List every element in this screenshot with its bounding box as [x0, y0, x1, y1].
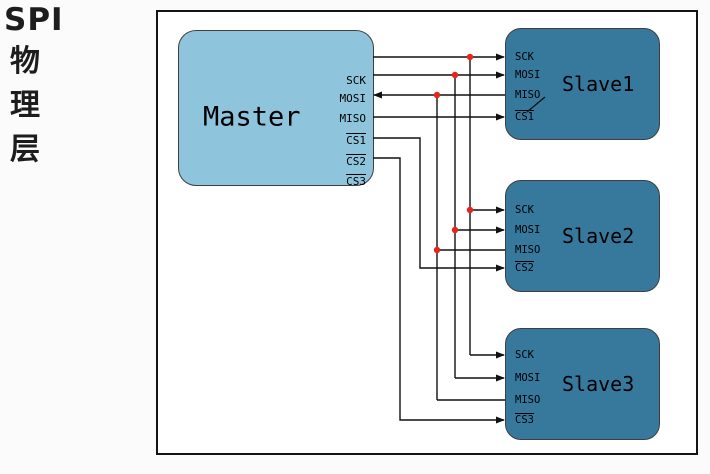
slave2-pin-cs2: CS2	[515, 262, 534, 274]
slave3-pin-cs3: CS3	[515, 414, 534, 426]
slave1-label: Slave1	[562, 72, 635, 96]
slave3-pin-mosi: MOSI	[515, 372, 541, 384]
slave2-block: Slave2 SCK MOSI MISO CS2	[505, 180, 660, 292]
master-label: Master	[203, 101, 301, 133]
side-caption-ceng: 层	[10, 132, 40, 167]
master-pin-miso: MISO	[339, 112, 367, 125]
slave3-label: Slave3	[562, 372, 635, 396]
side-caption-li: 理	[10, 88, 40, 123]
slave1-block: Slave1 SCK MOSI MISO CS1	[505, 28, 660, 140]
slave1-pin-mosi: MOSI	[515, 69, 541, 81]
slave3-block: Slave3 SCK MOSI MISO CS3	[505, 328, 660, 440]
master-pin-sck: SCK	[346, 74, 366, 87]
side-caption-spi: SPI	[4, 2, 64, 38]
master-pin-cs3: CS3	[346, 175, 366, 188]
master-pin-mosi: MOSI	[339, 92, 367, 105]
slave2-pin-sck: SCK	[515, 204, 534, 216]
master-block: Master SCK MOSI MISO CS1 CS2 CS3	[178, 30, 374, 188]
slave2-pin-mosi: MOSI	[515, 224, 541, 236]
slave3-pin-miso: MISO	[515, 394, 541, 406]
master-pin-cs2: CS2	[346, 155, 366, 168]
slave3-pin-sck: SCK	[515, 349, 534, 361]
side-caption-wu: 物	[10, 44, 40, 79]
slave1-pin-sck: SCK	[515, 51, 534, 63]
side-caption: SPI 物 理 层	[4, 0, 74, 172]
slave2-pin-miso: MISO	[515, 244, 541, 256]
slave2-label: Slave2	[562, 224, 635, 248]
slave1-pin-miso: MISO	[515, 89, 541, 101]
master-pin-cs1: CS1	[346, 134, 366, 147]
slave1-pin-cs1: CS1	[515, 111, 534, 123]
